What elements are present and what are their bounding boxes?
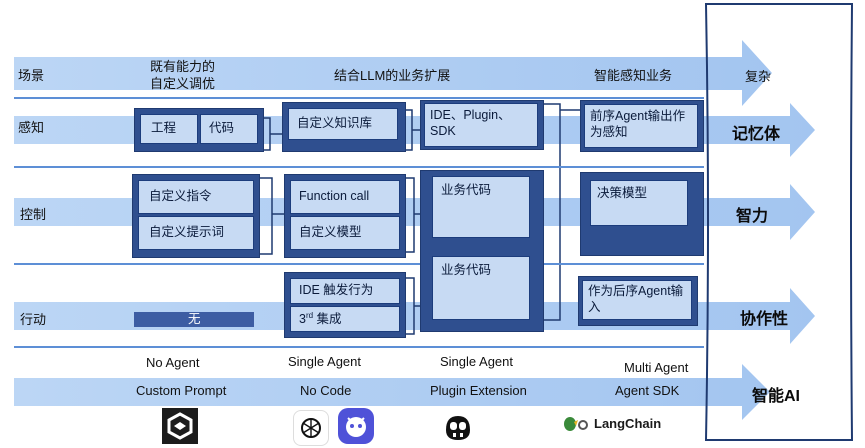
separator-line [14, 166, 704, 168]
box-engineering: 工程 [140, 114, 198, 144]
box-next-agent-input: 作为后序Agent输入 [582, 280, 692, 320]
mode-label: No Code [300, 383, 352, 398]
box-function-call: Function call [290, 180, 400, 214]
right-frame [704, 3, 854, 441]
box-custom-instruction: 自定义指令 [138, 180, 254, 214]
label-intelligence: 智力 [736, 208, 769, 225]
separator-line [14, 97, 704, 99]
mode-label: Agent SDK [615, 383, 680, 398]
row-label-perception: 感知 [18, 120, 45, 135]
box-prev-agent-output: 前序Agent输出作为感知 [584, 104, 698, 148]
langchain-label: LangChain [594, 416, 662, 431]
header-existing-line2: 自定义调优 [150, 76, 216, 91]
agent-label: No Agent [146, 355, 200, 370]
langchain-logo-icon [562, 414, 590, 434]
box-business-code-2: 业务代码 [432, 256, 530, 320]
header-complex: 复杂 [745, 69, 772, 84]
label-memory: 记忆体 [732, 126, 781, 143]
box-ide-plugin-sdk: IDE、Plugin、SDK [424, 103, 538, 147]
box-custom-kb: 自定义知识库 [288, 108, 398, 140]
box-business-code-1: 业务代码 [432, 176, 530, 238]
box-none: 无 [134, 312, 254, 327]
assistant-logo-icon [338, 408, 374, 444]
label-collaboration: 协作性 [740, 311, 789, 328]
separator-line [14, 346, 704, 348]
agent-label: Multi Agent [624, 360, 689, 375]
arrow-scene [14, 40, 772, 106]
box-custom-prompt-word: 自定义提示词 [138, 216, 254, 250]
row-label-action: 行动 [20, 312, 47, 327]
box-custom-model: 自定义模型 [290, 216, 400, 250]
label-smart-ai: 智能AI [752, 388, 801, 405]
mode-label: Custom Prompt [136, 383, 227, 398]
github-copilot-logo-icon [440, 408, 476, 444]
mode-label: Plugin Extension [430, 383, 527, 398]
row-label-control: 控制 [20, 207, 47, 222]
openai-logo-icon [293, 410, 329, 446]
header-scene: 场景 [18, 68, 45, 83]
box-ide-trigger: IDE 触发行为 [290, 278, 400, 304]
box-code: 代码 [200, 114, 258, 144]
custom-prompt-logo-icon [162, 408, 198, 444]
separator-line [14, 263, 704, 265]
header-existing-line1: 既有能力的 [150, 59, 216, 74]
header-llm-extension: 结合LLM的业务扩展 [334, 68, 451, 83]
agent-label: Single Agent [288, 354, 362, 369]
box-decision-model: 决策模型 [590, 180, 688, 226]
arrow-smart-ai [14, 364, 770, 420]
box-third-party: 3rd 集成 [290, 306, 400, 332]
agent-label: Single Agent [440, 354, 514, 369]
header-smart-business: 智能感知业务 [594, 68, 673, 83]
